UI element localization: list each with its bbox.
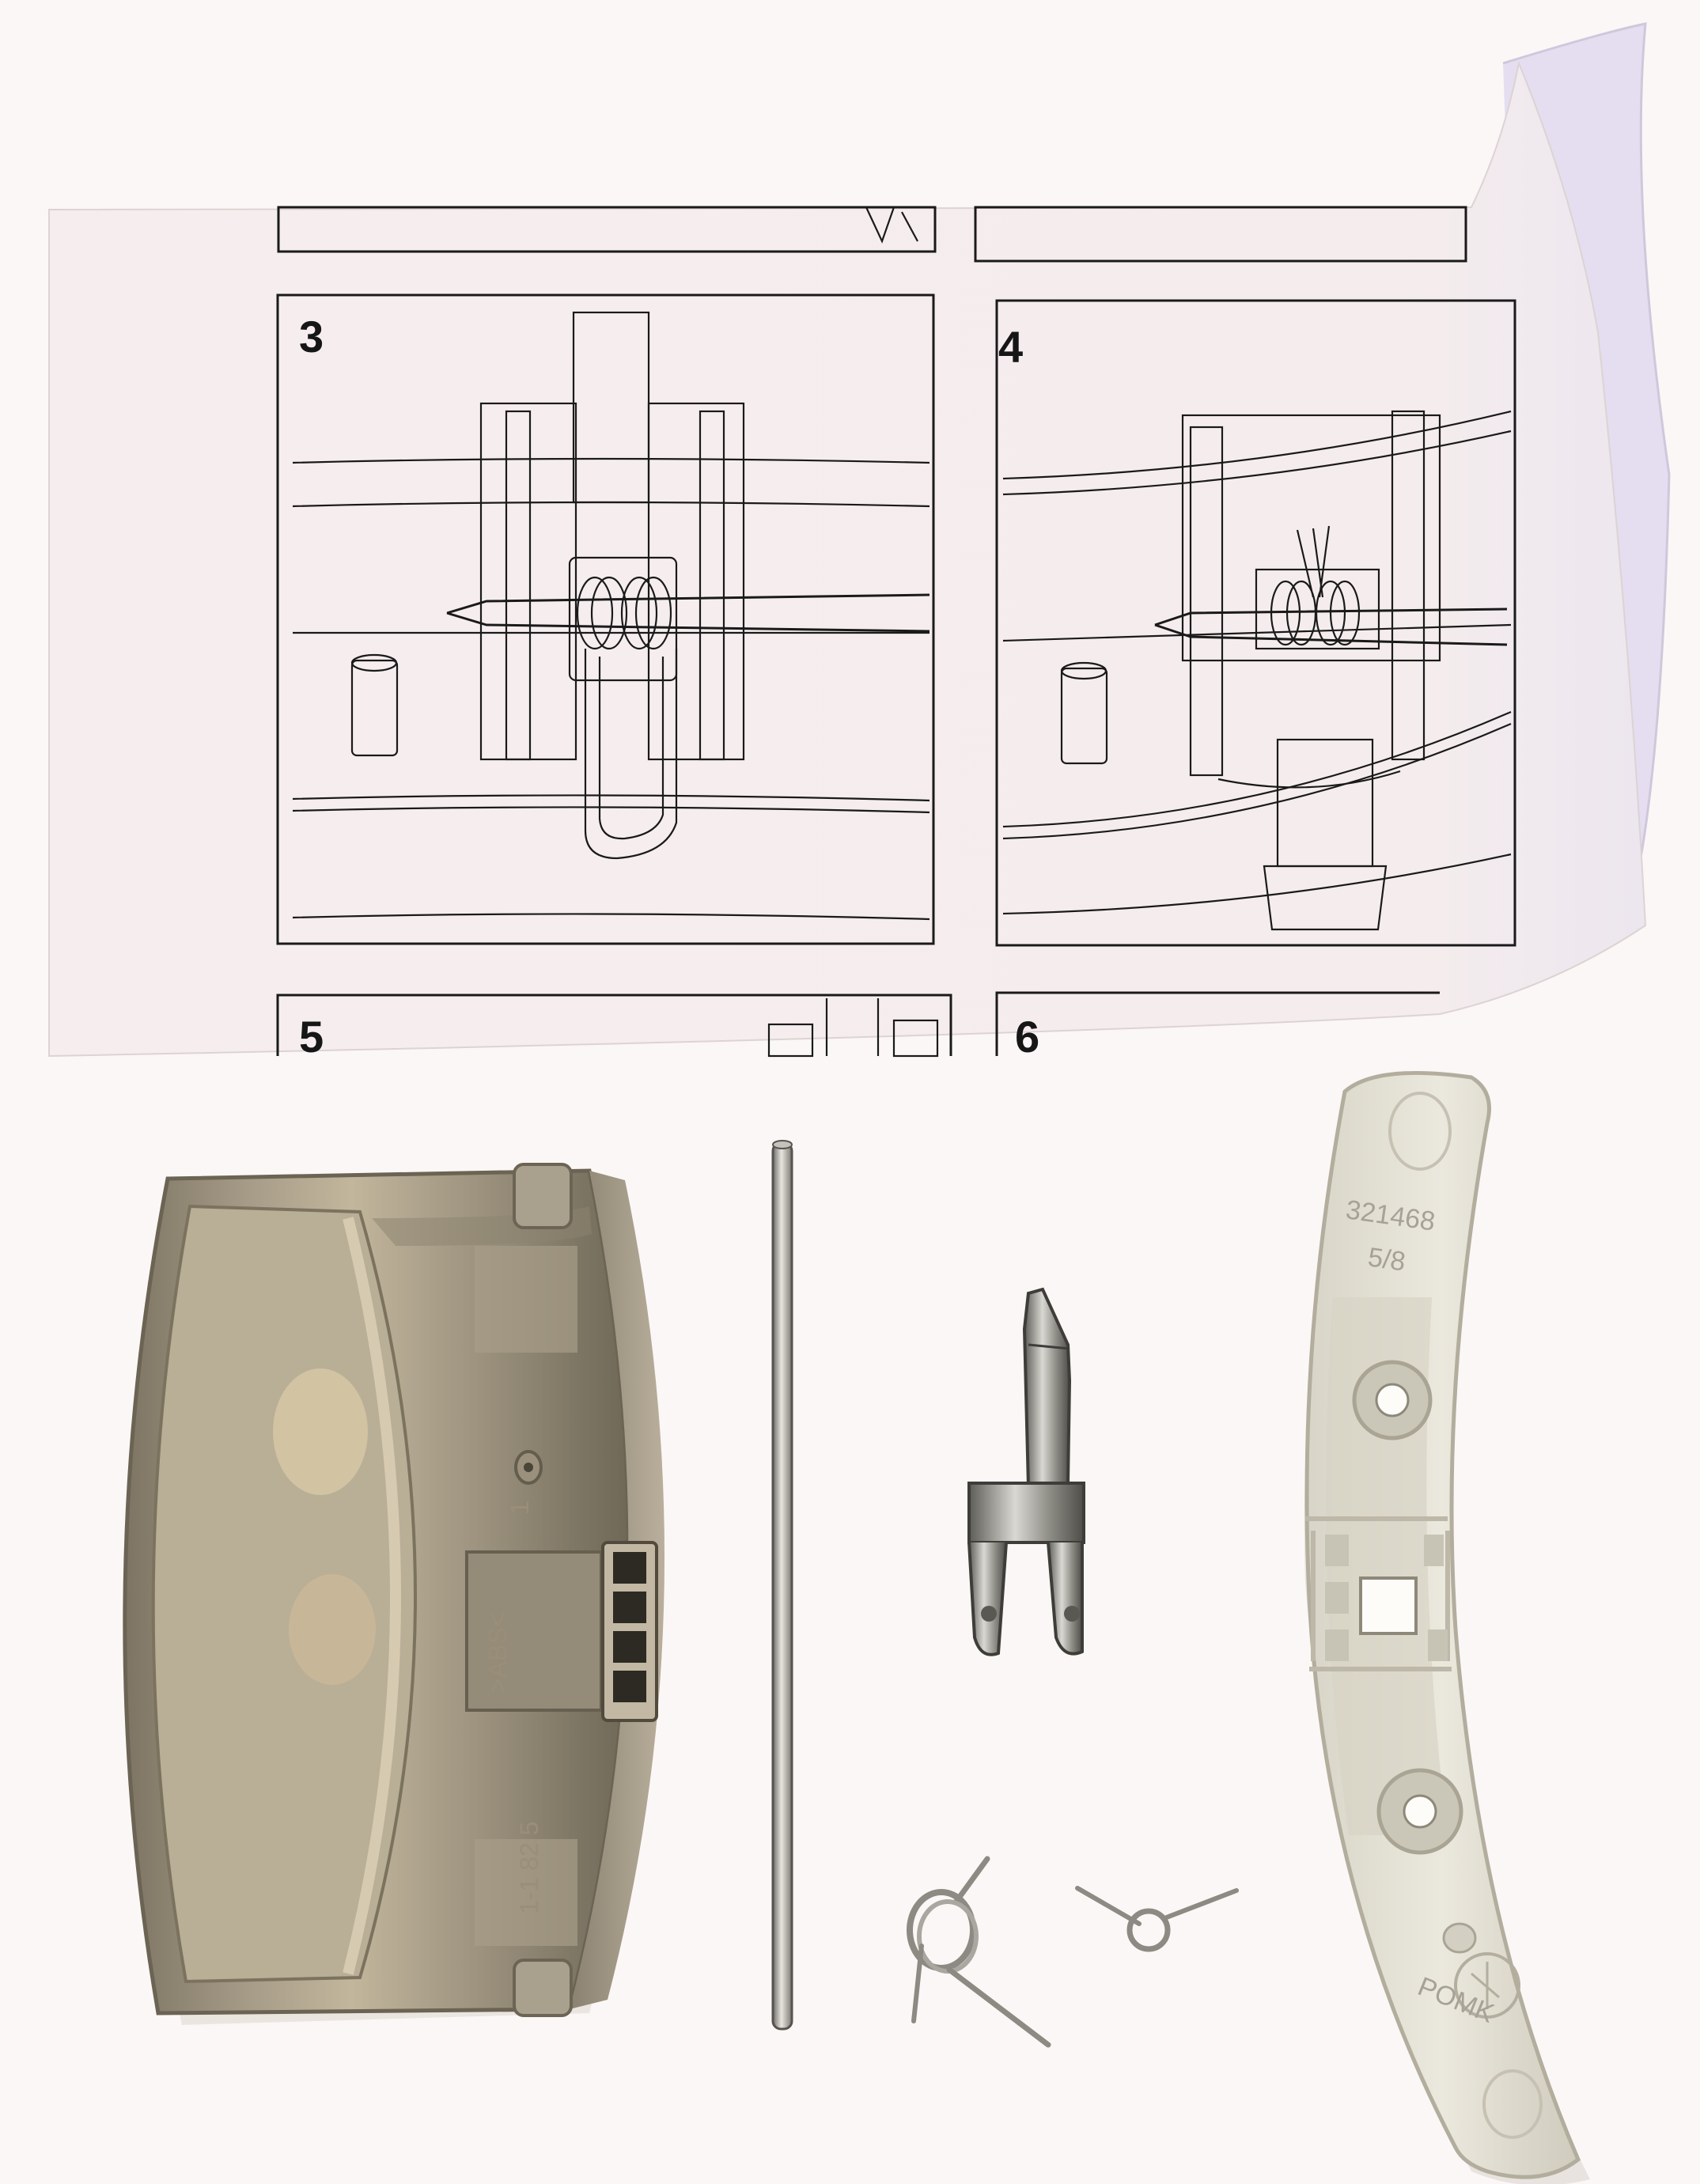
instruction-panel-5: 5 <box>276 994 952 1062</box>
instruction-panel-6: 6 <box>995 991 1440 1062</box>
handle-number-marking: 1 <box>505 1501 534 1515</box>
handle-code-marking: 1-1 82 5 <box>515 1822 543 1914</box>
torsion-spring-large <box>907 1856 1051 2048</box>
svg-text:4: 4 <box>998 322 1023 372</box>
bracket-revision: 5/8 <box>1366 1242 1407 1277</box>
door-hook <box>967 1287 1085 1656</box>
instruction-panel-4: 4 <box>995 299 1516 947</box>
svg-text:5: 5 <box>299 1012 324 1062</box>
hinge-bracket: 321468 5/8 POMK <box>1304 1070 1590 2184</box>
svg-text:6: 6 <box>1015 1012 1039 1062</box>
svg-text:3: 3 <box>299 312 324 361</box>
torsion-spring-small <box>1075 1886 1239 1952</box>
hinge-pin-rod <box>771 1140 793 2031</box>
instruction-panel-3: 3 <box>276 293 935 945</box>
door-handle: 1 >ABS< 1-1 82 5 <box>123 1163 664 2025</box>
handle-material-marking: >ABS< <box>483 1613 512 1693</box>
instruction-sheet: 3 <box>48 22 1671 1062</box>
